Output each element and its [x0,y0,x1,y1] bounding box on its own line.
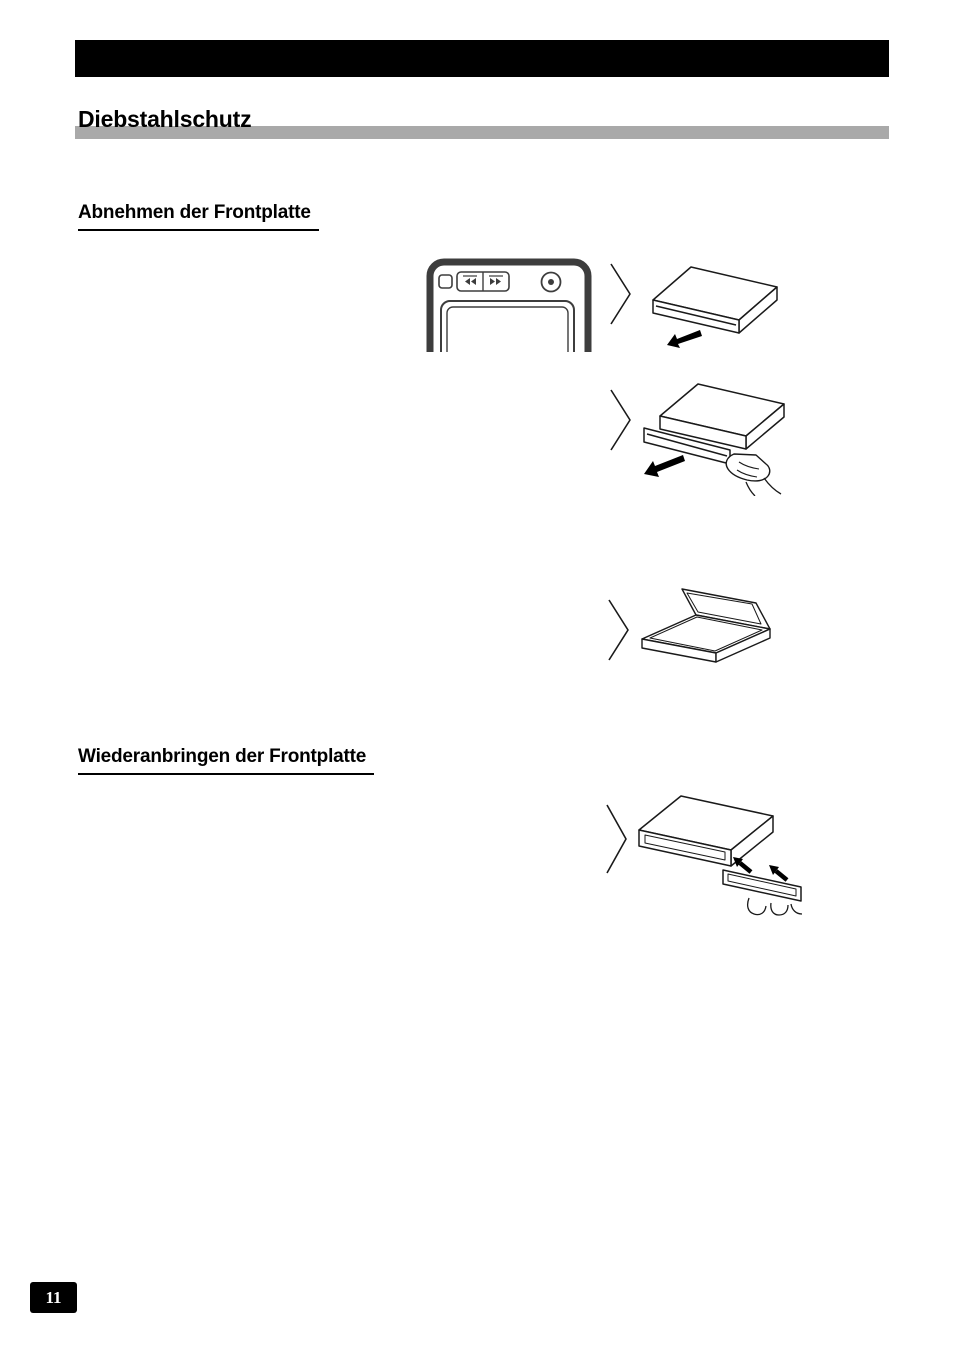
figure-faceplate-removal [638,372,794,496]
section-title-rule [75,126,889,139]
figure-front-panel-closeup [425,255,595,352]
protective-case-illustration [641,588,771,663]
release-direction-arrow-icon [667,330,702,348]
faceplate-reattachment-illustration [638,795,803,916]
hand-icon [747,897,803,916]
front-panel-closeup-illustration [426,258,592,352]
faceplate-release-illustration [652,266,778,348]
header-bar [75,40,889,77]
pull-direction-arrow-icon [644,455,685,477]
step-arrow-icon [605,803,629,875]
detach-button-icon [540,271,562,293]
faceplate-removal-illustration [643,383,785,496]
figure-faceplate-release [643,250,785,354]
faceplate [722,869,802,902]
step-arrow-icon [609,262,633,326]
hand-icon [725,453,782,496]
subsection-title-remove-faceplate: Abnehmen der Frontplatte [78,202,319,231]
small-button-icon [438,274,453,289]
section-title: Diebstahlschutz [78,106,252,132]
insert-direction-arrow-icon [733,857,789,882]
faceplate-slot [644,834,726,861]
page-number: 11 [45,1287,62,1307]
display-window [446,306,569,352]
step-arrow-icon [609,388,633,452]
case-recess [649,616,763,652]
figure-protective-case [636,583,776,673]
page-number-badge: 11 [30,1282,77,1313]
step-arrow-icon [607,598,631,662]
subsection-title-reattach-faceplate: Wiederanbringen der Frontplatte [78,746,375,775]
figure-faceplate-reattachment [633,782,817,916]
track-seek-button-icon [456,271,510,292]
